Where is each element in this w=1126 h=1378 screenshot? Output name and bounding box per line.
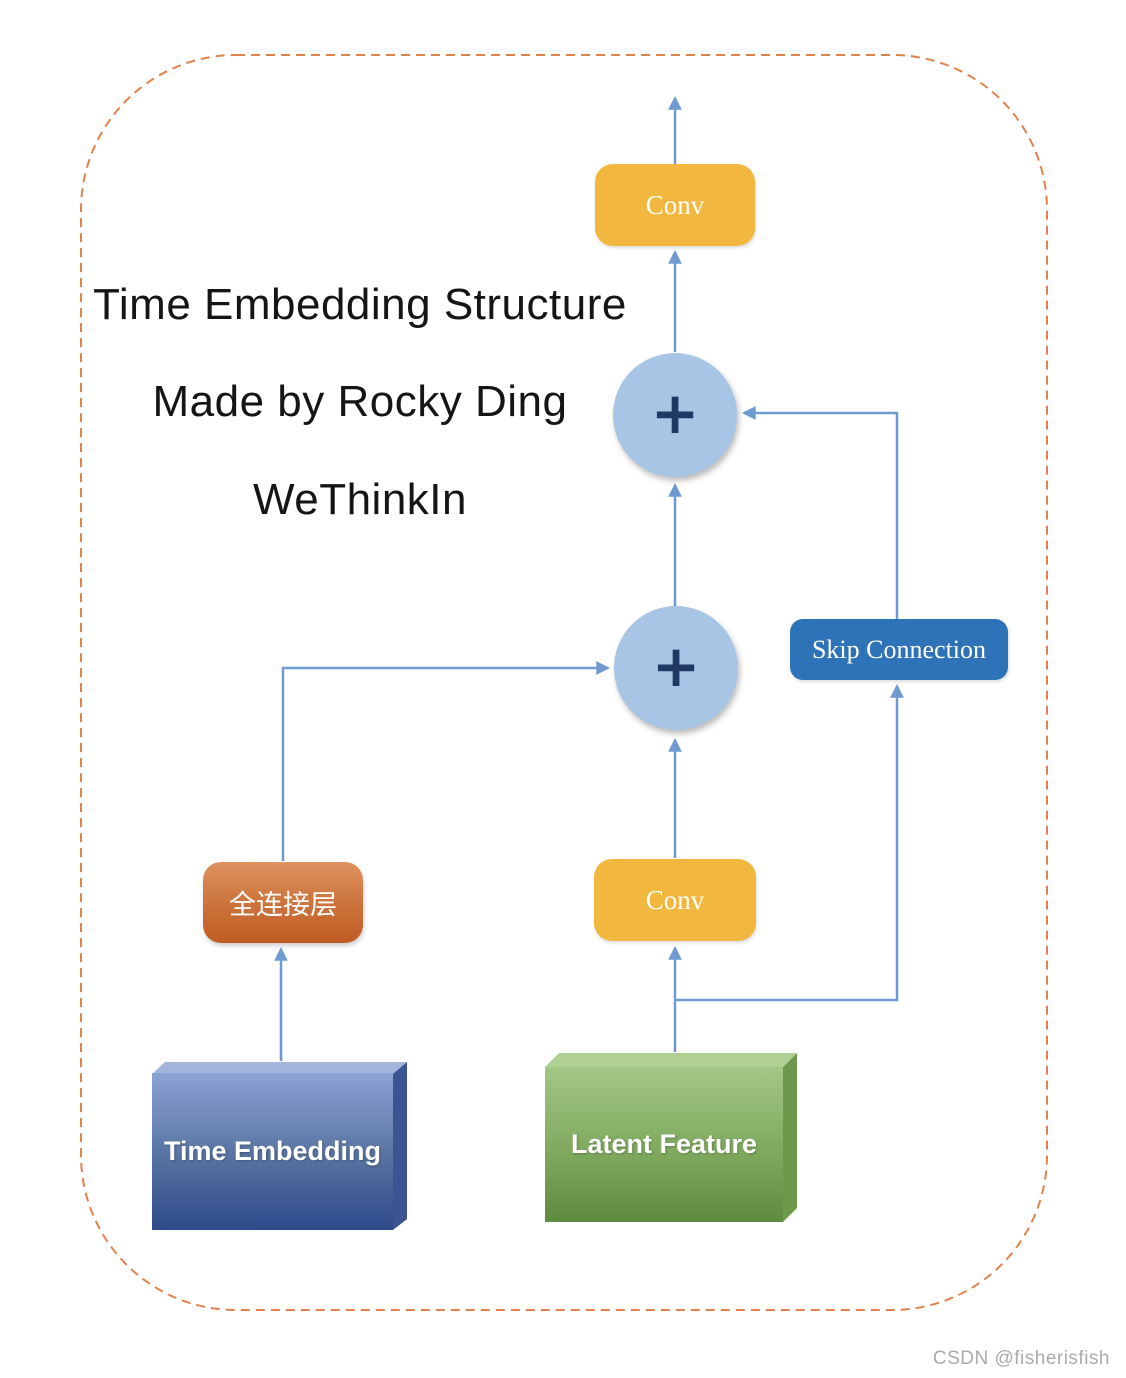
fully-connected-layer-label: 全连接层 [229,890,337,920]
box-top-face [545,1053,797,1067]
plus-icon: + [650,379,700,447]
add-top-node: + [613,353,737,477]
conv-top-node: Conv [595,164,755,246]
conv-top-label: Conv [645,189,705,220]
watermark: CSDN @fisherisfish [932,1348,1110,1369]
title-line-2: Made by Rocky Ding [152,377,568,426]
title-line-3: WeThinkIn [253,475,467,524]
conv-mid-label: Conv [645,884,705,915]
skip-connection-node: Skip Connection [790,619,1008,680]
conv-mid-node: Conv [594,859,756,941]
box-side-face [393,1062,407,1230]
box-front-face: Time Embedding [152,1073,393,1230]
fully-connected-layer-node: 全连接层 [203,862,363,943]
dashed-frame [80,54,1048,1311]
box-front-face: Latent Feature [545,1067,783,1222]
box-side-face [783,1053,797,1222]
title-line-1: Time Embedding Structure [93,280,627,329]
time-embedding-label: Time Embedding [163,1136,382,1166]
skip-connection-label: Skip Connection [811,634,987,664]
latent-feature-node: Latent Feature [545,1053,797,1222]
plus-icon: + [651,632,701,700]
box-top-face [152,1062,407,1074]
add-mid-node: + [614,606,738,730]
time-embedding-node: Time Embedding [152,1062,407,1230]
latent-feature-label: Latent Feature [570,1129,758,1159]
